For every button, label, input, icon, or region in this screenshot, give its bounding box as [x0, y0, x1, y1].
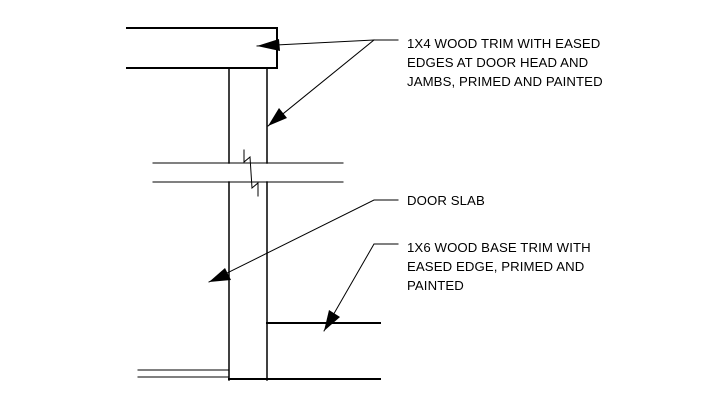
- note-trim-1x4: 1X4 WOOD TRIM WITH EASED EDGES AT DOOR H…: [407, 36, 604, 89]
- break-symbol: [243, 149, 259, 197]
- base-trim: [137, 322, 381, 380]
- leader-slab: [208, 199, 399, 283]
- leader-trim-1x4: [256, 39, 399, 127]
- jamb-lower: [228, 181, 268, 381]
- leader-door-slab: [208, 199, 399, 283]
- arrowhead-head-trim: [257, 39, 280, 51]
- head-trim: [126, 27, 278, 69]
- jamb-upper: [228, 67, 268, 164]
- note-trim-line-3: JAMBS, PRIMED AND PAINTED: [407, 74, 603, 89]
- note-slab-line-1: DOOR SLAB: [407, 193, 485, 208]
- note-trim-line-2: EDGES AT DOOR HEAD AND: [407, 55, 588, 70]
- note-trim-line-1: 1X4 WOOD TRIM WITH EASED: [407, 36, 600, 51]
- arrowhead-slab: [209, 268, 231, 282]
- note-door-slab: DOOR SLAB: [407, 193, 485, 208]
- note-base-line-3: PAINTED: [407, 278, 464, 293]
- arrowhead-base: [324, 310, 340, 331]
- note-base-1x6: 1X6 WOOD BASE TRIM WITH EASED EDGE, PRIM…: [407, 240, 595, 293]
- leader-trim-to-jamb: [267, 39, 375, 127]
- break-lines: [152, 149, 344, 197]
- leader-base: [323, 243, 399, 332]
- leader-base-1x6: [323, 243, 399, 332]
- arrowhead-jamb-trim: [268, 108, 287, 126]
- note-base-line-2: EASED EDGE, PRIMED AND: [407, 259, 584, 274]
- note-base-line-1: 1X6 WOOD BASE TRIM WITH: [407, 240, 591, 255]
